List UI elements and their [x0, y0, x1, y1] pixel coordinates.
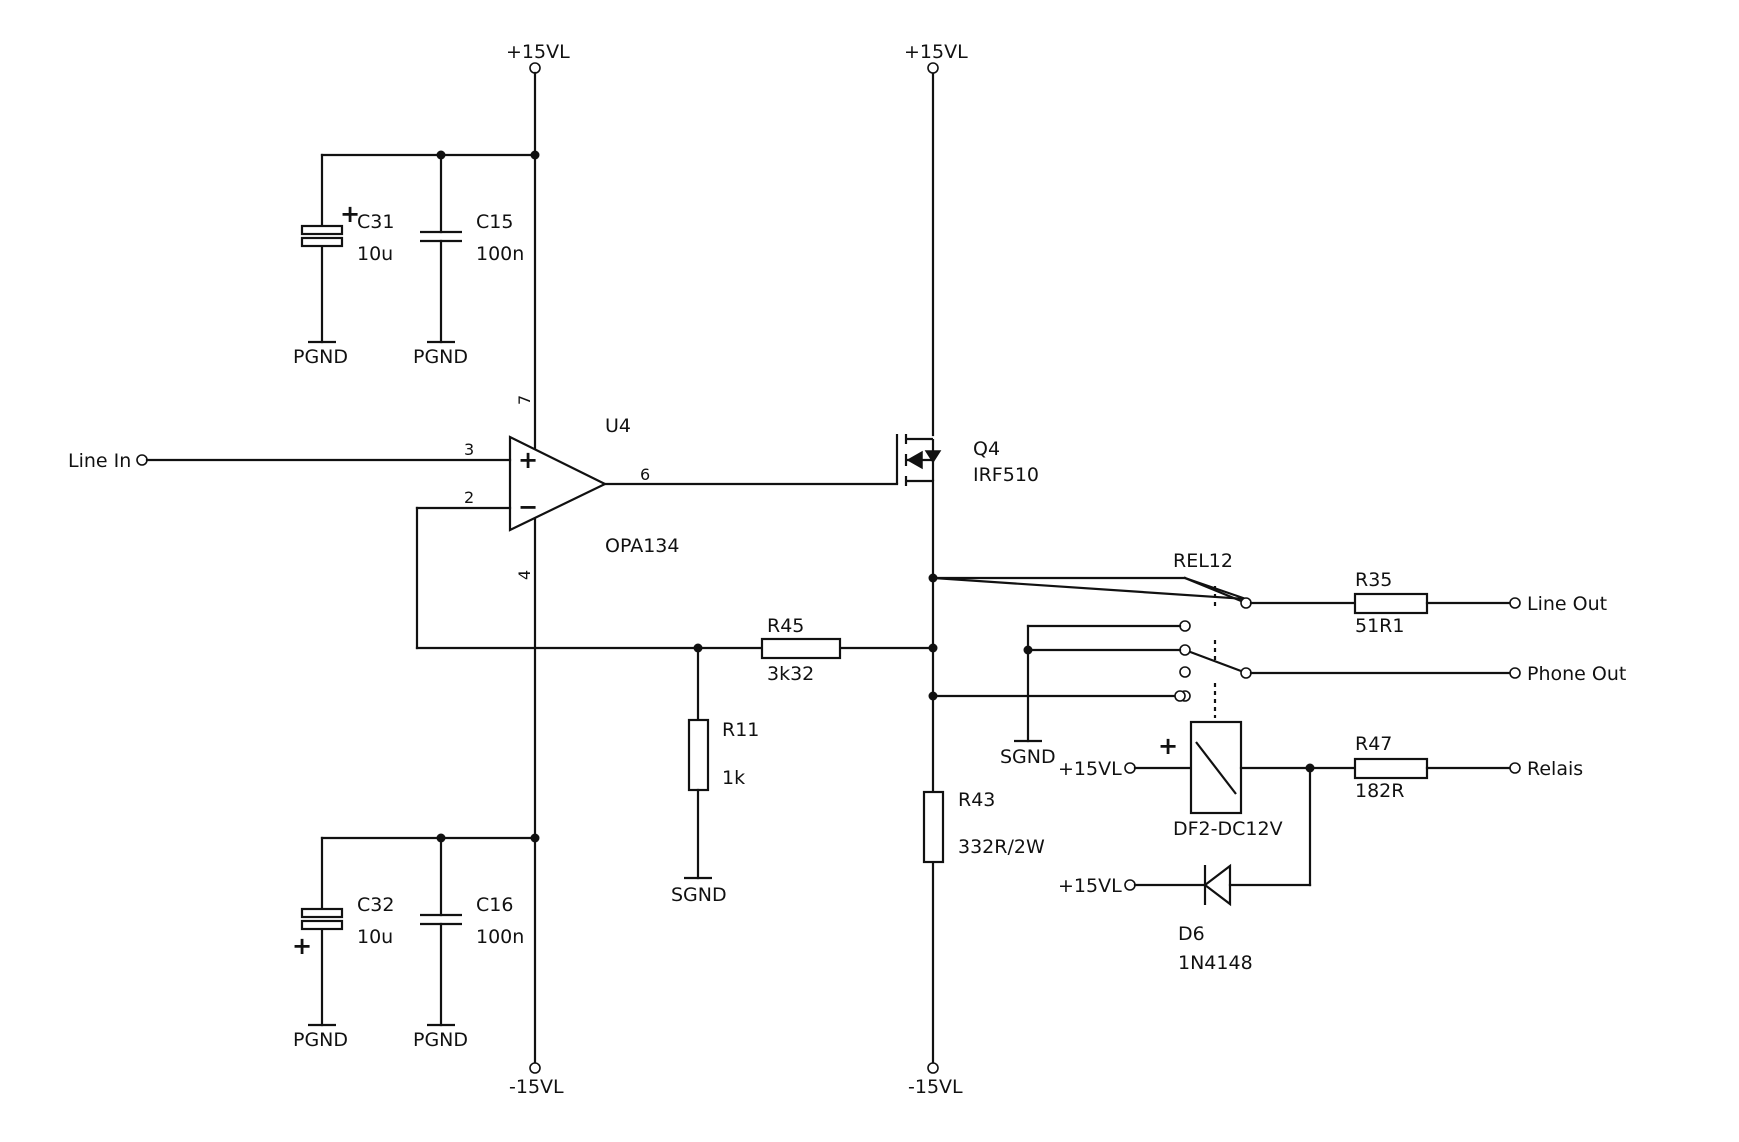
pin-7-label: 7	[515, 395, 534, 405]
rail-top-right-terminal	[927, 62, 939, 74]
pin-4-label: 4	[515, 570, 534, 580]
output-phone-out-wiring	[1249, 667, 1521, 679]
rail-bot-right-label: -15VL	[908, 1076, 963, 1098]
phone-out-label: Phone Out	[1527, 663, 1626, 685]
left-supply-wiring	[320, 62, 541, 1074]
rel12-name: REL12	[1173, 550, 1233, 572]
r45-name: R45	[767, 615, 804, 637]
r35-name: R35	[1355, 569, 1392, 591]
relay-part: DF2-DC12V	[1173, 818, 1283, 840]
opamp-wiring	[136, 454, 899, 653]
sgnd-r11-label: SGND	[671, 884, 727, 906]
pin-2-label: 2	[464, 488, 474, 507]
resistor-r45	[760, 637, 842, 660]
r35-value: 51R1	[1355, 615, 1404, 637]
relais-label: Relais	[1527, 758, 1583, 780]
resistor-r11	[684, 646, 712, 880]
capacitor-c16	[420, 913, 462, 926]
pgnd-label-3: PGND	[293, 1029, 348, 1051]
relay-coil	[1124, 720, 1521, 815]
diode-supply-label: +15VL	[1058, 875, 1122, 897]
r43-name: R43	[958, 789, 995, 811]
relay-supply-label: +15VL	[1058, 758, 1122, 780]
r11-name: R11	[722, 719, 759, 741]
relais-terminal	[1509, 762, 1521, 774]
labels: +15VL +15VL -15VL -15VL C31 10u C15 100n…	[68, 41, 1626, 1098]
line-out-label: Line Out	[1527, 593, 1607, 615]
c31-name: C31	[357, 211, 394, 233]
diode-d6	[1124, 766, 1312, 907]
mosfet-q4	[895, 62, 942, 486]
c32-value: 10u	[357, 926, 393, 948]
u4-name: U4	[605, 415, 631, 437]
d6-name: D6	[1178, 923, 1205, 945]
capacitor-c15	[420, 230, 462, 243]
rail-top-left-label: +15VL	[506, 41, 570, 63]
line-out-terminal	[1509, 597, 1521, 609]
relay-supply-terminal	[1124, 762, 1136, 774]
r45-value: 3k32	[767, 663, 814, 685]
capacitor-c32: +	[292, 907, 344, 960]
r11-value: 1k	[722, 767, 745, 789]
c32-name: C32	[357, 894, 394, 916]
opamp-minus-sign: −	[518, 493, 538, 521]
opamp-plus-sign: +	[518, 446, 538, 474]
pgnd-label-2: PGND	[413, 346, 468, 368]
pin-3-label: 3	[464, 440, 474, 459]
svg-text:+: +	[340, 200, 360, 228]
r43-value: 332R/2W	[958, 836, 1045, 858]
diode-supply-terminal	[1124, 879, 1136, 891]
rail-bot-left-terminal	[529, 1062, 541, 1074]
svg-text:+: +	[292, 932, 312, 960]
rail-top-left-terminal	[529, 62, 541, 74]
pin-6-label: 6	[640, 465, 650, 484]
u4-part: OPA134	[605, 535, 679, 557]
line-in-terminal	[136, 454, 148, 466]
r47-name: R47	[1355, 733, 1392, 755]
capacitor-c31: +	[300, 200, 360, 248]
sgnd-relay-label: SGND	[1000, 746, 1056, 768]
opamp-u4: + −	[508, 435, 608, 532]
line-in-label: Line In	[68, 450, 131, 472]
q4-name: Q4	[973, 438, 1000, 460]
pgnd-label-1: PGND	[293, 346, 348, 368]
rail-bot-right-terminal	[927, 1062, 939, 1074]
relay-rel12-contacts	[1014, 576, 1252, 743]
c16-value: 100n	[476, 926, 524, 948]
rail-top-right-label: +15VL	[904, 41, 968, 63]
rail-bot-left-label: -15VL	[509, 1076, 564, 1098]
c16-name: C16	[476, 894, 513, 916]
pgnd-symbols	[308, 340, 455, 1027]
relay-plus-sign: +	[1158, 732, 1178, 760]
resistor-r43	[922, 790, 945, 864]
c31-value: 10u	[357, 243, 393, 265]
c15-name: C15	[476, 211, 513, 233]
pgnd-label-4: PGND	[413, 1029, 468, 1051]
d6-part: 1N4148	[1178, 952, 1253, 974]
output-line-out-wiring	[1249, 592, 1521, 615]
c15-value: 100n	[476, 243, 524, 265]
q4-part: IRF510	[973, 464, 1039, 486]
phone-out-terminal	[1509, 667, 1521, 679]
r47-value: 182R	[1355, 780, 1404, 802]
